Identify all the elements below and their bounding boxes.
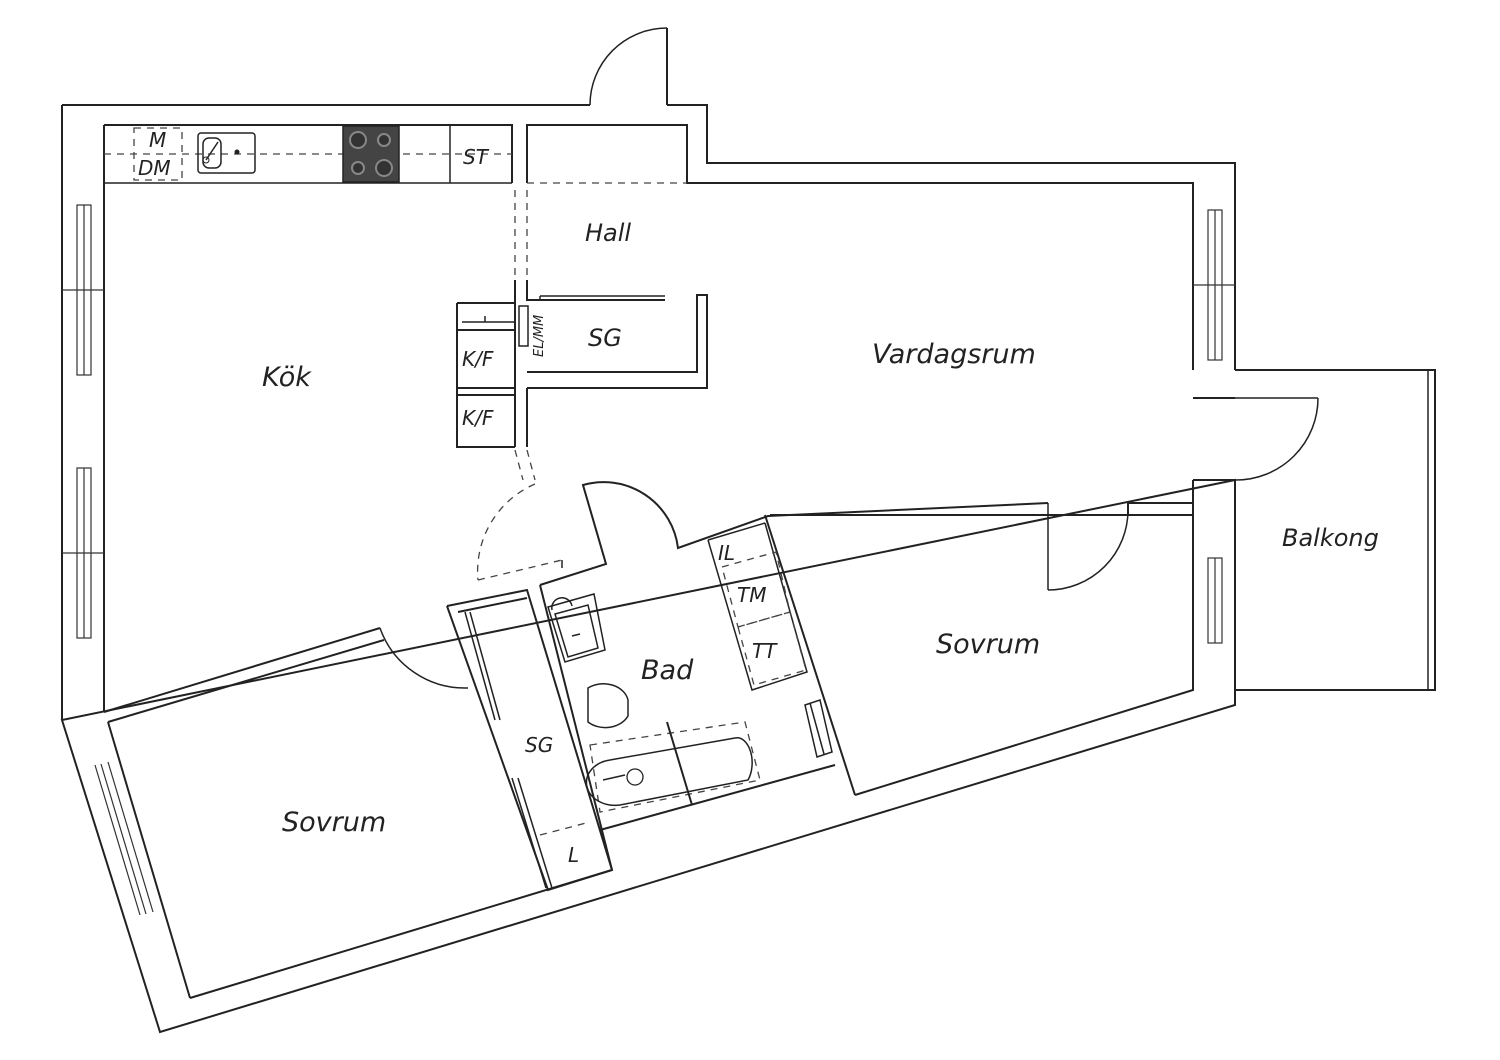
label-kf-lower: K/F <box>462 406 494 430</box>
label-il: IL <box>718 541 735 565</box>
central-walls <box>103 480 1194 892</box>
label-bad: Bad <box>641 655 694 686</box>
label-m: M <box>149 128 166 152</box>
label-dm: DM <box>138 156 171 180</box>
label-tt: TT <box>752 639 778 663</box>
label-l: L <box>568 843 579 867</box>
outer-walls <box>60 104 1236 1034</box>
bathroom-fixtures <box>547 522 833 813</box>
label-kf-upper: K/F <box>462 347 494 371</box>
label-el-mm: EL/MM <box>532 315 547 357</box>
entrance-door <box>589 27 668 106</box>
label-st: ST <box>463 145 490 169</box>
label-hall: Hall <box>585 219 631 247</box>
window-sovrum-left <box>94 761 154 916</box>
label-sovrum-right: Sovrum <box>936 629 1040 660</box>
label-sovrum-left: Sovrum <box>282 807 386 838</box>
room-labels: Kök Hall Vardagsrum Balkong Bad Sovrum S… <box>262 219 1379 838</box>
label-kok: Kök <box>262 362 312 393</box>
label-sg-sovrum: SG <box>525 733 553 757</box>
label-tm: TM <box>737 583 766 607</box>
windows <box>62 204 1235 916</box>
label-sg-hall: SG <box>588 324 622 352</box>
electrical-panel-icon <box>518 305 529 347</box>
hall-structure <box>456 182 708 481</box>
label-balkong: Balkong <box>1282 524 1379 552</box>
balcony <box>1193 369 1436 691</box>
fixture-labels: M DM ST SG EL/MM K/F K/F IL TM TT SG L <box>138 128 778 867</box>
kitchen-counter <box>104 125 512 184</box>
sink-icon <box>197 132 256 174</box>
label-vardagsrum: Vardagsrum <box>872 339 1036 370</box>
